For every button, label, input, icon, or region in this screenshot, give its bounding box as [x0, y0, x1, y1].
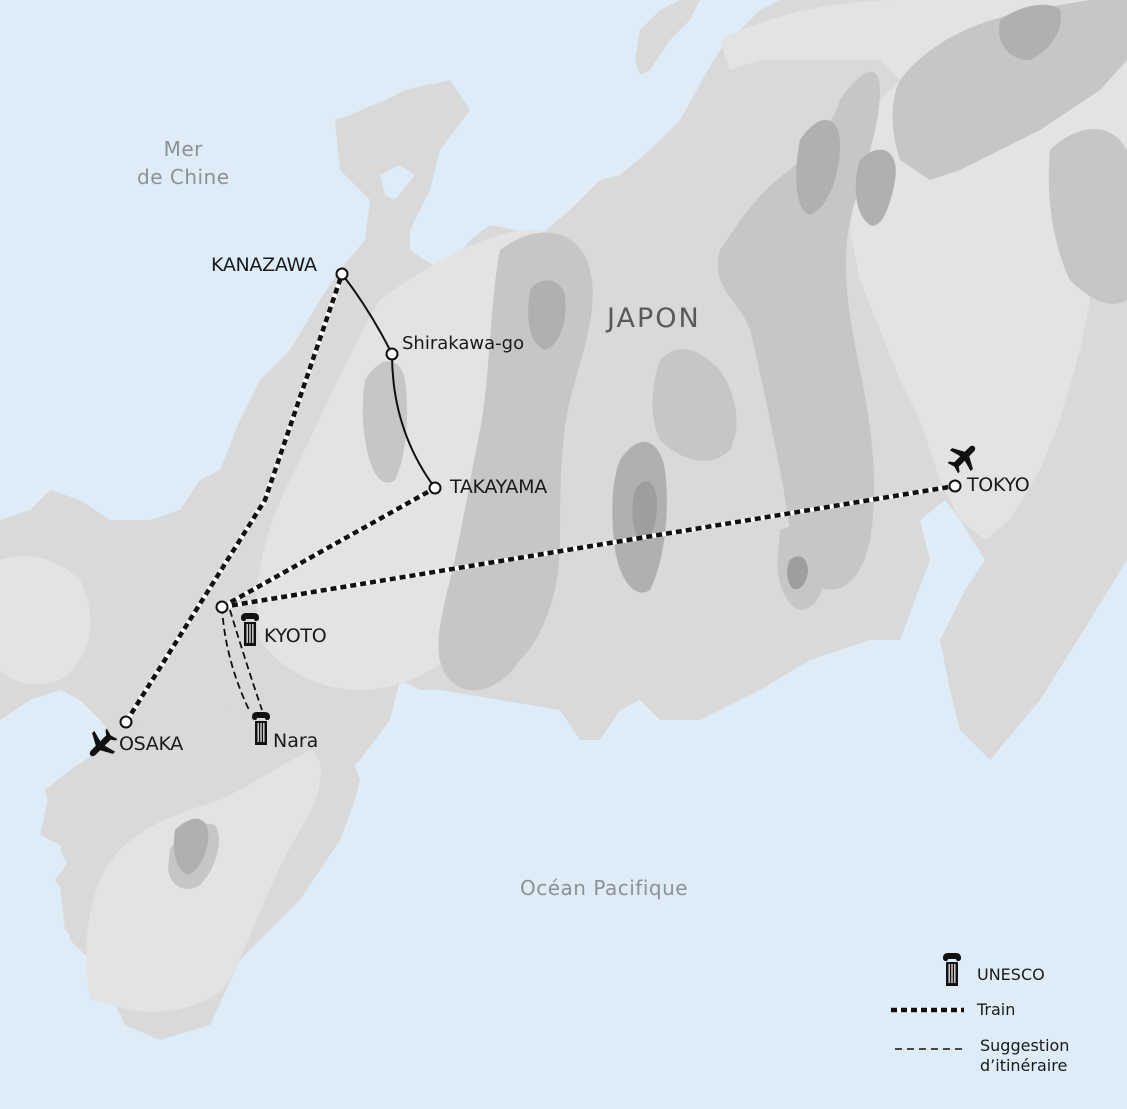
marker-osaka — [119, 715, 133, 729]
routes — [124, 273, 956, 724]
country-label: JAPON — [607, 303, 701, 334]
legend-suggestion-line1: Suggestion — [980, 1036, 1070, 1055]
marker-shirakawa-go — [385, 347, 399, 361]
city-label-nara[interactable]: Nara — [273, 730, 319, 752]
sea-label-line2: de Chine — [137, 165, 230, 189]
marker-takayama — [428, 481, 442, 495]
train-kyoto-takayama — [220, 486, 437, 609]
train-osaka-kanazawa — [124, 273, 345, 724]
city-label-kanazawa[interactable]: KANAZAWA — [211, 254, 317, 276]
city-label-takayama[interactable]: TAKAYAMA — [450, 476, 547, 498]
legend-unesco-label: UNESCO — [977, 965, 1045, 984]
train-kyoto-tokyo — [221, 483, 956, 610]
city-label-kyoto[interactable]: KYOTO — [264, 625, 327, 647]
city-markers — [119, 267, 962, 729]
marker-tokyo — [948, 479, 962, 493]
city-label-tokyo[interactable]: TOKYO — [967, 474, 1030, 496]
elevation-darkest — [632, 481, 808, 590]
sea-label-line1: Mer — [163, 137, 203, 161]
suggestion-kyoto-nara — [221, 606, 263, 713]
legend-graphics — [891, 953, 964, 1050]
elevation-mid — [168, 0, 1127, 890]
legend-train-label: Train — [977, 1000, 1016, 1019]
city-label-shirakawa-go[interactable]: Shirakawa-go — [402, 333, 525, 354]
marker-kyoto — [215, 600, 229, 614]
city-label-osaka[interactable]: OSAKA — [119, 733, 183, 755]
marker-kanazawa — [335, 267, 349, 281]
pacific-ocean-label: Océan Pacifique — [520, 876, 689, 900]
sea-of-china-label: Mer de Chine — [137, 135, 230, 191]
legend-suggestion-line2: d’itinéraire — [980, 1056, 1068, 1075]
legend-suggestion-label: Suggestion d’itinéraire — [980, 1036, 1069, 1076]
